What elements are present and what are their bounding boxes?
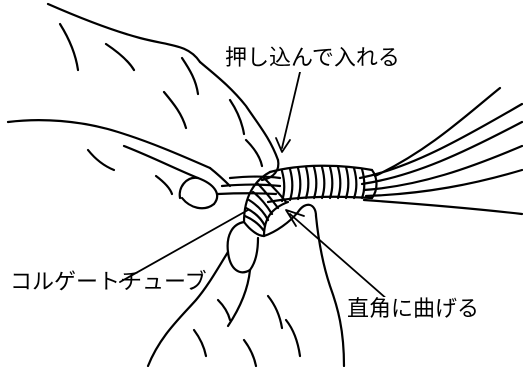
push-in-leader <box>281 71 301 149</box>
wire-bundle <box>358 86 523 216</box>
corrugated-tube-label: コルゲートチューブ <box>10 270 207 295</box>
push-in-arrowhead <box>275 137 291 153</box>
bottom-hand <box>146 203 346 367</box>
tube-leader <box>119 209 249 283</box>
bend-right-angle-label: 直角に曲げる <box>345 297 482 323</box>
corrugated-tube-horizontal <box>266 164 378 204</box>
top-hand <box>6 2 280 210</box>
bend-leader <box>289 213 389 301</box>
leaders <box>119 71 389 301</box>
bend-arrowhead <box>285 209 305 227</box>
push-in-label: 押し込んで入れる <box>223 46 402 72</box>
